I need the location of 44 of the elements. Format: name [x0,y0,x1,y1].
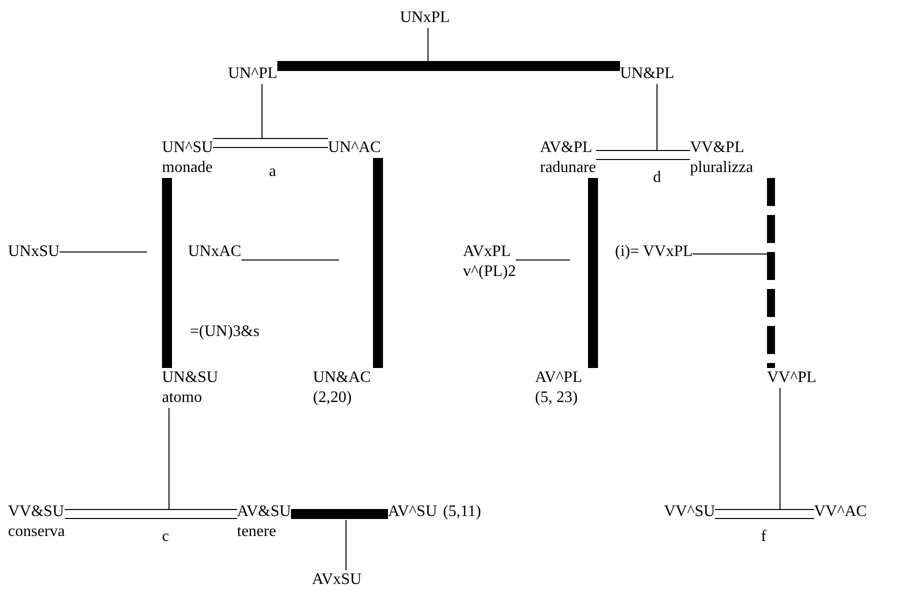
term-text: pluralizza [690,158,754,178]
term-text: radunare [540,158,596,178]
coordinate-note: (5,11) [443,502,482,522]
thick-bar [588,178,598,368]
term-text: tenere [237,522,278,542]
term-text: AVxSU [312,570,362,590]
connector-line [168,408,170,510]
term-text: UNxPL [400,8,450,28]
term-text: conserva [8,522,65,542]
thick-bar [277,61,620,71]
term-text: UN&SU [162,368,218,388]
term-text: AVxPL [463,242,512,262]
term-text: UNxAC [188,242,242,262]
term-text: v^(PL)2 [463,262,516,282]
thick-bar [373,158,383,368]
double-line [595,150,690,160]
term-text: AV^SU [388,502,438,522]
term-text: VV^SU [664,502,716,522]
term-text: UN&AC [313,368,371,388]
thick-bar [162,178,172,368]
term-text: (5, 23) [535,388,579,408]
term-text: VV^AC [814,502,867,522]
term-text: (i)= VVxPL [615,242,693,262]
double-line [212,138,328,148]
connector-line [656,84,658,150]
term-text: UN^PL [228,64,278,84]
note-text: =(UN)3&s [190,322,260,342]
term-text: monade [162,158,214,178]
term-text: VV&SU [8,502,65,522]
term-text: VV^PL [767,368,816,388]
term-text: (2,20) [313,388,353,408]
term-text: UN&PL [620,64,674,84]
term-text: AV&SU [237,502,291,522]
term-text: VV&PL [690,138,746,158]
term-text: AV&PL [540,138,594,158]
double-line [714,509,814,519]
term-text: UN^SU [162,138,214,158]
double-line [64,509,238,519]
thick-bar [290,509,388,519]
dashed-bar [767,178,775,368]
term-text: UNxSU [8,242,60,262]
term-text: atomo [162,388,203,408]
term-text: AV^PL [535,368,582,388]
term-text: UN^AC [328,138,381,158]
